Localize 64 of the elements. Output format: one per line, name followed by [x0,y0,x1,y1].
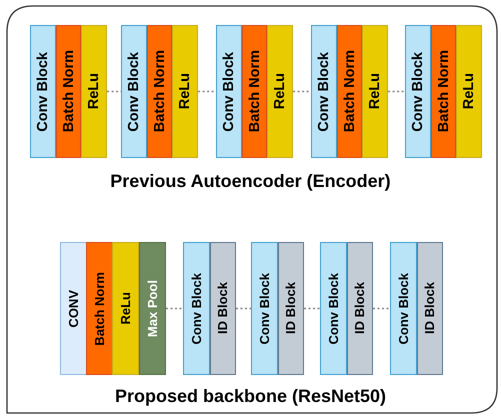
layer-label: ReLu [177,73,194,110]
conv-block-layer [183,242,210,375]
section-title: Previous Autoencoder (Encoder) [110,171,391,192]
conv-block-layer [121,25,147,158]
conv-block-layer [311,25,337,158]
layer-label: ID Block [215,282,230,334]
layer-label: Conv Block [410,52,426,132]
conv-block-layer [30,25,56,158]
layer-label: ReLu [118,292,133,325]
relu-layer [81,25,108,158]
relu-layer [267,25,294,158]
relu-layer [172,25,198,158]
layer-label: Batch Norm [246,50,263,133]
layer-label: ID Block [352,282,368,334]
max-pool-layer [139,242,166,375]
relu-layer [362,25,388,158]
connector-line [293,90,311,92]
layer-label: Conv Block [316,52,332,132]
connector-line [166,308,183,310]
id-block-layer [278,242,304,375]
relu-layer [112,242,139,375]
relu-layer [456,25,482,158]
conv-block-layer [390,242,416,375]
section-title: Proposed backbone (ResNet50) [114,386,386,407]
layer-label: Conv Block [188,272,204,344]
layer-label: Conv Block [220,52,237,132]
layer-label: ReLu [461,73,478,110]
batch-norm-layer [242,25,268,158]
layer-label: Batch Norm [152,50,168,133]
batch-norm-layer [86,242,113,375]
layer-label: ID Block [283,282,298,334]
connector-line [304,308,320,310]
layer-label: Conv Block [126,52,142,132]
layer-label: Conv Block [34,52,51,132]
layer-label: Conv Block [396,272,411,344]
layer-label: Conv Block [256,272,272,344]
layer-label: Batch Norm [436,50,452,133]
layer-label: Batch Norm [342,50,358,133]
layer-label: Conv Block [326,272,341,344]
layer-label: ReLu [367,73,384,110]
conv-layer [60,242,87,375]
layer-label: Batch Norm [60,50,77,133]
layer-label: Batch Norm [92,272,107,346]
connector-line [373,308,390,310]
batch-norm-layer [336,25,362,158]
connector-line [388,90,405,92]
connector-line [107,90,121,92]
layer-label: ReLu [86,73,102,110]
batch-norm-layer [146,25,172,158]
conv-block-layer [320,242,346,375]
connector-line [198,90,216,92]
batch-norm-layer [56,25,82,158]
connector-line [236,308,251,310]
batch-norm-layer [430,25,456,158]
layer-label: CONV [66,290,81,328]
layer-label: ReLu [272,73,288,110]
id-block-layer [210,242,236,375]
id-block-layer [416,242,443,375]
id-block-layer [346,242,373,375]
layer-label: Max Pool [145,280,160,338]
layer-label: ID Block [422,282,438,334]
conv-block-layer [251,242,278,375]
conv-block-layer [405,25,431,158]
conv-block-layer [216,25,242,158]
